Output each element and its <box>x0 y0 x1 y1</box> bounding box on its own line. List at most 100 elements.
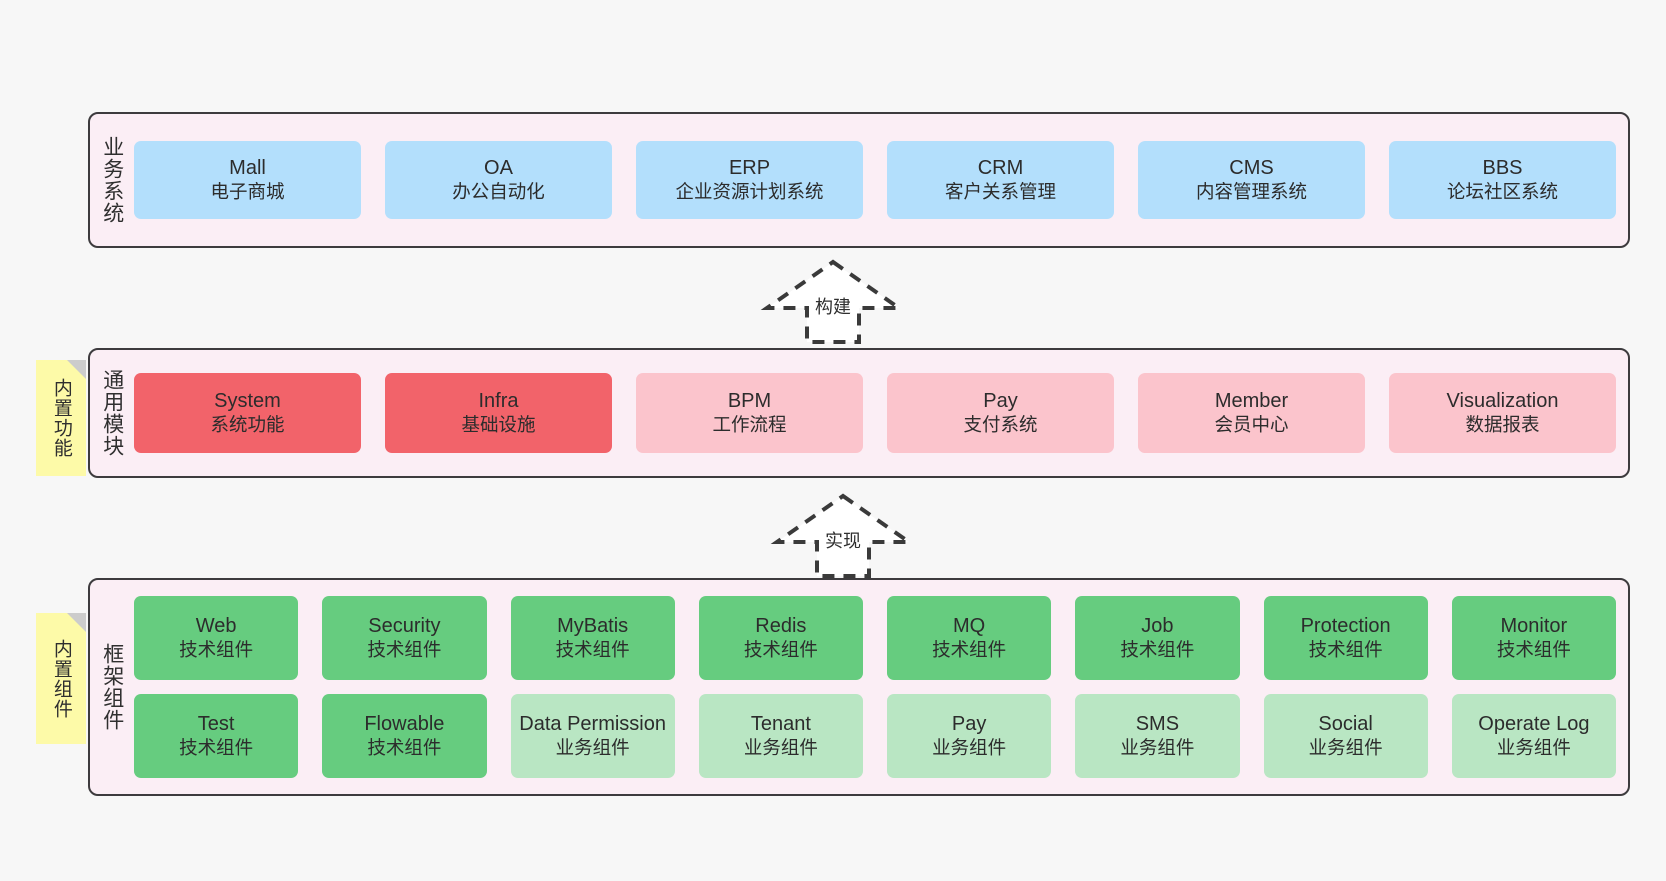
component-box-monitor[interactable]: Monitor 技术组件 <box>1451 596 1616 680</box>
component-box-mybatis[interactable]: MyBatis 技术组件 <box>510 596 675 680</box>
module-box-bpm[interactable]: BPM 工作流程 <box>636 373 863 453</box>
module-en-label: ERP <box>728 157 771 180</box>
component-cn-label: 技术组件 <box>743 638 818 660</box>
component-cn-label: 业务组件 <box>1308 736 1383 758</box>
module-cn-label: 会员中心 <box>1214 413 1289 435</box>
row-common-modules: System 系统功能 Infra 基础设施 BPM 工作流程 Pay 支付系统… <box>134 373 1616 453</box>
component-en-label: Data Permission <box>519 713 666 736</box>
layer-framework-components: 框架组件 Web 技术组件 Security 技术组件 MyBatis 技术组件… <box>88 578 1630 796</box>
component-box-job[interactable]: Job 技术组件 <box>1075 596 1240 680</box>
arrow-implement-label: 实现 <box>825 531 861 551</box>
component-box-security[interactable]: Security 技术组件 <box>322 596 487 680</box>
component-en-label: Pay <box>951 713 987 736</box>
module-box-pay[interactable]: Pay 支付系统 <box>887 373 1114 453</box>
component-en-label: Monitor <box>1500 615 1568 638</box>
module-en-label: OA <box>484 157 513 180</box>
component-en-label: Protection <box>1300 615 1391 638</box>
component-cn-label: 业务组件 <box>743 736 818 758</box>
component-en-label: Job <box>1141 615 1174 638</box>
module-cn-label: 客户关系管理 <box>944 180 1056 202</box>
component-box-social[interactable]: Social 业务组件 <box>1263 694 1428 778</box>
module-box-member[interactable]: Member 会员中心 <box>1138 373 1365 453</box>
component-box-pay[interactable]: Pay 业务组件 <box>887 694 1052 778</box>
module-en-label: BBS <box>1482 157 1523 180</box>
module-cn-label: 支付系统 <box>963 413 1038 435</box>
component-cn-label: 技术组件 <box>932 638 1007 660</box>
page-fold-icon <box>67 360 86 379</box>
module-cn-label: 数据报表 <box>1465 413 1540 435</box>
note-builtin-functions: 内置功能 <box>36 360 86 476</box>
component-cn-label: 技术组件 <box>1120 638 1195 660</box>
layer-title-business-systems: 业务系统 <box>100 136 124 224</box>
component-cn-label: 业务组件 <box>555 736 630 758</box>
module-en-label: Pay <box>983 390 1018 413</box>
module-cn-label: 基础设施 <box>461 413 536 435</box>
component-cn-label: 业务组件 <box>932 736 1007 758</box>
component-cn-label: 技术组件 <box>1496 638 1571 660</box>
component-en-label: Operate Log <box>1478 713 1590 736</box>
module-cn-label: 内容管理系统 <box>1195 180 1307 202</box>
component-cn-label: 技术组件 <box>555 638 630 660</box>
layer-body-framework-components: Web 技术组件 Security 技术组件 MyBatis 技术组件 Redi… <box>134 580 1628 794</box>
module-box-crm[interactable]: CRM 客户关系管理 <box>887 141 1114 219</box>
component-en-label: SMS <box>1135 713 1180 736</box>
component-box-sms[interactable]: SMS 业务组件 <box>1075 694 1240 778</box>
arrow-build-label: 构建 <box>815 297 851 317</box>
component-box-tenant[interactable]: Tenant 业务组件 <box>698 694 863 778</box>
note-builtin-components: 内置组件 <box>36 613 86 744</box>
module-cn-label: 论坛社区系统 <box>1446 180 1558 202</box>
component-box-test[interactable]: Test 技术组件 <box>134 694 299 778</box>
component-box-flowable[interactable]: Flowable 技术组件 <box>322 694 487 778</box>
component-cn-label: 技术组件 <box>1308 638 1383 660</box>
module-en-label: CMS <box>1229 157 1274 180</box>
layer-common-modules: 通用模块 System 系统功能 Infra 基础设施 BPM 工作流程 Pay… <box>88 348 1630 478</box>
layer-body-business-systems: Mall 电子商城 OA 办公自动化 ERP 企业资源计划系统 CRM 客户关系… <box>134 114 1628 246</box>
module-box-cms[interactable]: CMS 内容管理系统 <box>1138 141 1365 219</box>
component-box-redis[interactable]: Redis 技术组件 <box>698 596 863 680</box>
layer-title-common-modules: 通用模块 <box>100 369 124 457</box>
module-en-label: BPM <box>727 390 772 413</box>
component-cn-label: 技术组件 <box>367 736 442 758</box>
page-fold-icon <box>67 613 86 632</box>
component-en-label: Redis <box>755 615 807 638</box>
note-label: 内置功能 <box>50 378 72 458</box>
module-en-label: CRM <box>977 157 1024 180</box>
module-box-bbs[interactable]: BBS 论坛社区系统 <box>1389 141 1616 219</box>
module-cn-label: 办公自动化 <box>452 180 545 202</box>
component-box-operate-log[interactable]: Operate Log 业务组件 <box>1451 694 1616 778</box>
layer-body-common-modules: System 系统功能 Infra 基础设施 BPM 工作流程 Pay 支付系统… <box>134 350 1628 476</box>
module-box-mall[interactable]: Mall 电子商城 <box>134 141 361 219</box>
component-cn-label: 技术组件 <box>179 736 254 758</box>
component-en-label: Test <box>197 713 235 736</box>
component-en-label: Tenant <box>750 713 811 736</box>
module-en-label: Infra <box>478 390 519 413</box>
module-box-system[interactable]: System 系统功能 <box>134 373 361 453</box>
module-en-label: System <box>214 390 281 413</box>
component-box-protection[interactable]: Protection 技术组件 <box>1263 596 1428 680</box>
component-cn-label: 业务组件 <box>1120 736 1195 758</box>
note-label: 内置组件 <box>50 638 72 719</box>
module-en-label: Visualization <box>1446 390 1559 413</box>
component-box-mq[interactable]: MQ 技术组件 <box>887 596 1052 680</box>
module-box-infra[interactable]: Infra 基础设施 <box>385 373 612 453</box>
component-box-web[interactable]: Web 技术组件 <box>134 596 299 680</box>
component-en-label: Social <box>1318 713 1373 736</box>
component-cn-label: 业务组件 <box>1496 736 1571 758</box>
component-en-label: Flowable <box>364 713 445 736</box>
layer-title-framework-components: 框架组件 <box>100 643 124 731</box>
row-framework-business: Test 技术组件 Flowable 技术组件 Data Permission … <box>134 694 1616 778</box>
arrow-build: 构建 <box>758 256 908 346</box>
component-cn-label: 技术组件 <box>367 638 442 660</box>
arrow-implement: 实现 <box>768 490 918 580</box>
component-en-label: Security <box>368 615 441 638</box>
module-cn-label: 系统功能 <box>210 413 285 435</box>
row-business-systems: Mall 电子商城 OA 办公自动化 ERP 企业资源计划系统 CRM 客户关系… <box>134 141 1616 219</box>
component-cn-label: 技术组件 <box>179 638 254 660</box>
module-en-label: Member <box>1214 390 1289 413</box>
module-box-visualization[interactable]: Visualization 数据报表 <box>1389 373 1616 453</box>
layer-business-systems: 业务系统 Mall 电子商城 OA 办公自动化 ERP 企业资源计划系统 CRM… <box>88 112 1630 248</box>
component-box-data-permission[interactable]: Data Permission 业务组件 <box>510 694 675 778</box>
module-box-erp[interactable]: ERP 企业资源计划系统 <box>636 141 863 219</box>
module-box-oa[interactable]: OA 办公自动化 <box>385 141 612 219</box>
module-cn-label: 企业资源计划系统 <box>675 180 824 202</box>
